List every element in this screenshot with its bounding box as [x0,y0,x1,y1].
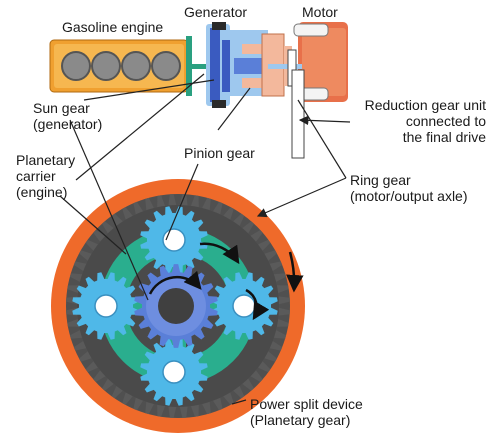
pinion-hub-3 [232,294,256,318]
planetary-gear-set [51,179,305,433]
label-motor: Motor [302,4,338,20]
sun-gear-hub [158,288,194,324]
leader-lines [59,73,351,405]
label-power-split-device: Power split device (Planetary gear) [250,396,363,428]
generator-unit [206,22,268,108]
reduction-gear [287,49,305,159]
label-sun-gear: Sun gear (generator) [33,100,103,132]
label-ring-gear: Ring gear (motor/output axle) [350,172,468,204]
label-gasoline-engine: Gasoline engine [62,19,164,35]
pinion-hub-4 [162,360,186,384]
pinion-hub-2 [94,294,118,318]
label-planetary-carrier: Planetary carrier (engine) [16,152,76,200]
engine-cylinders [61,51,181,81]
drivetrain-schematic [49,22,348,159]
pinion-gears [72,206,278,406]
rotation-arrow-icon [148,242,304,321]
motor-unit [261,22,348,102]
label-pinion-gear: Pinion gear [184,145,255,161]
label-reduction-gear-unit: Reduction gear unit connected to the fin… [364,97,486,145]
label-generator: Generator [184,4,248,20]
